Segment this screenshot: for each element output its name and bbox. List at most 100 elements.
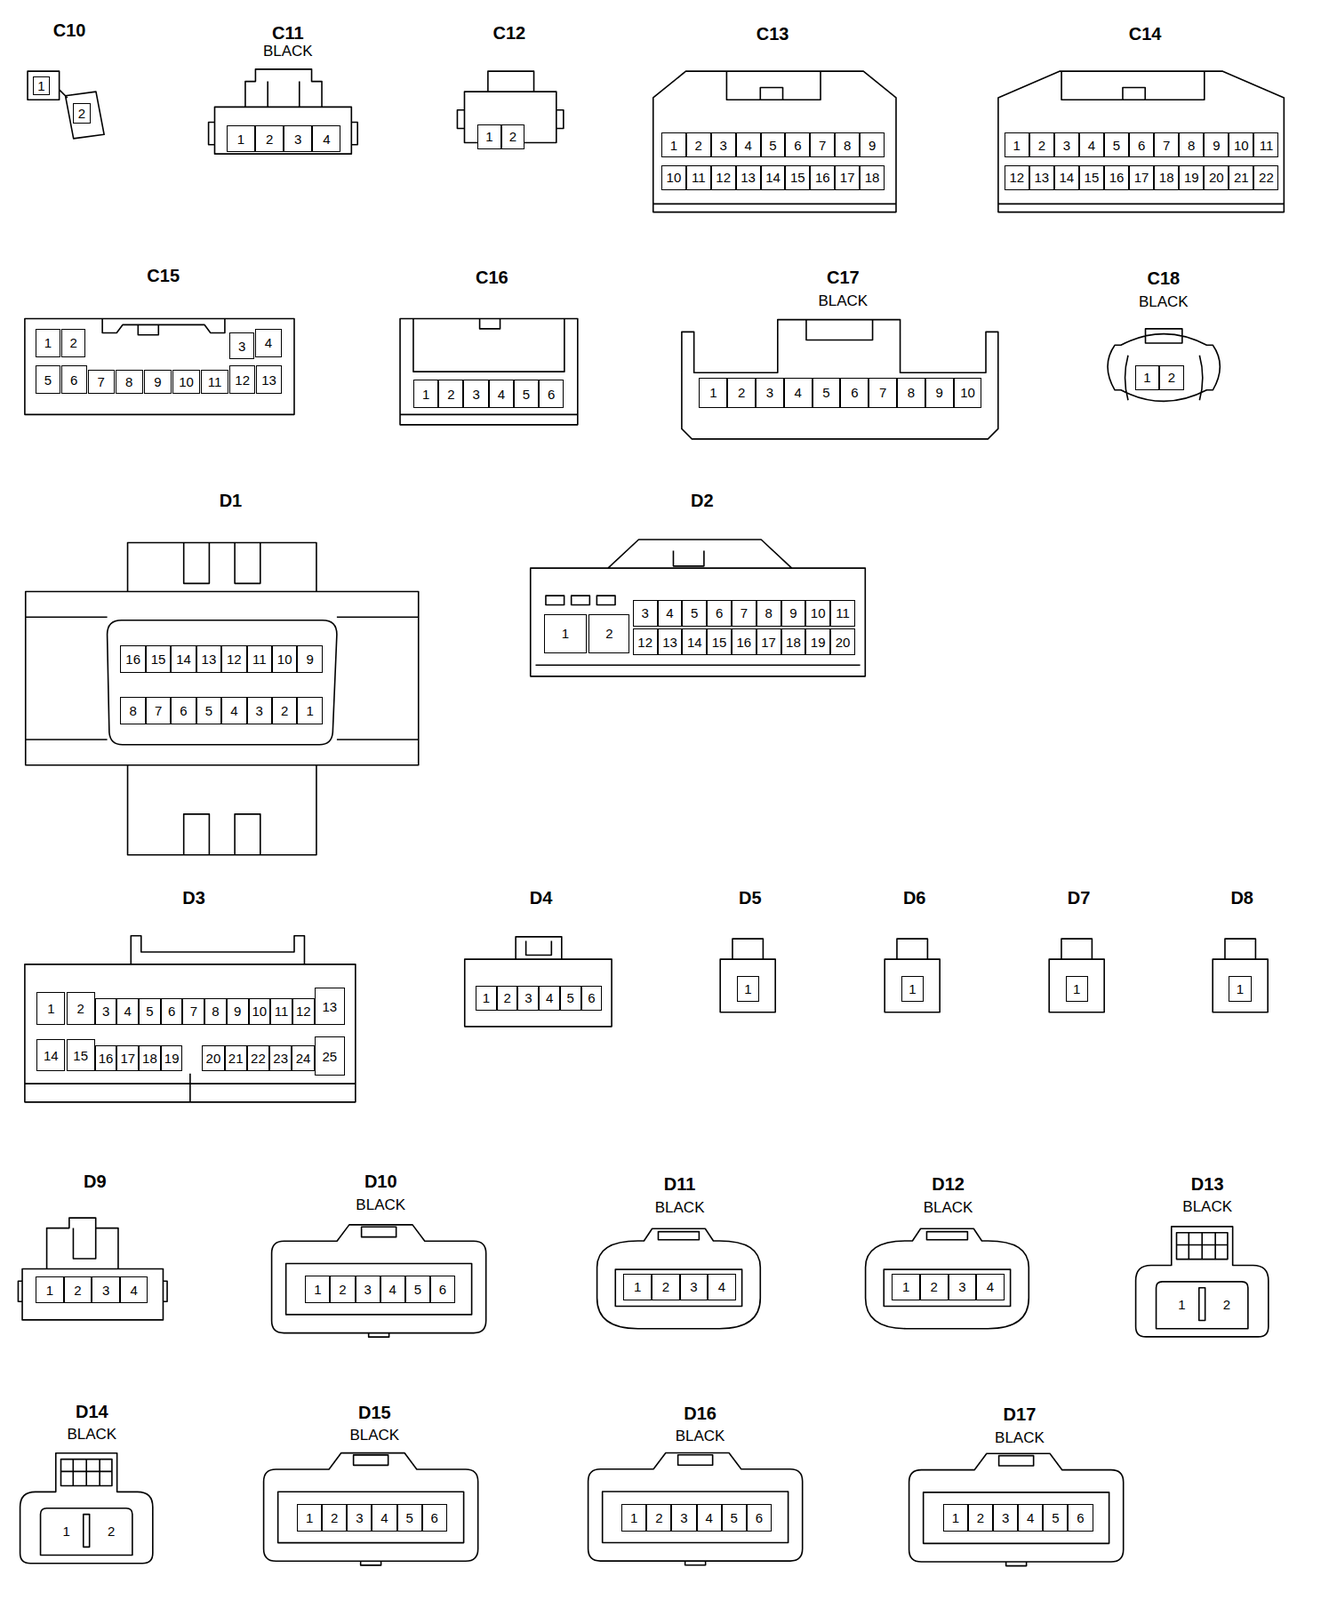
connector-code: C13 bbox=[756, 24, 790, 43]
pin-cell: 8 bbox=[834, 132, 860, 158]
pin-number: 4 bbox=[986, 1280, 994, 1294]
pin-number: 10 bbox=[810, 606, 826, 620]
pin-number: 1 bbox=[47, 1001, 55, 1016]
connector-code: C15 bbox=[146, 266, 180, 285]
pin-number: 10 bbox=[178, 375, 194, 389]
pin-number: 1 bbox=[305, 1511, 313, 1525]
pin-cell: 12 bbox=[632, 628, 658, 656]
connector-code: D15 bbox=[358, 1403, 392, 1422]
pin-cell: 2 bbox=[1029, 132, 1055, 158]
pin-number: 4 bbox=[704, 1511, 713, 1525]
pin-number: 13 bbox=[201, 652, 217, 666]
pin-cell: 1 bbox=[475, 985, 497, 1011]
housing-outline bbox=[720, 938, 777, 1013]
pin-number: 3 bbox=[689, 1280, 697, 1294]
pin-number: 12 bbox=[234, 373, 250, 387]
pin-number: 3 bbox=[355, 1511, 363, 1525]
pin-number: 4 bbox=[124, 1004, 132, 1018]
pin-cell: 15 bbox=[706, 628, 732, 656]
connector-code: D9 bbox=[83, 1172, 107, 1191]
pin-cell: 9 bbox=[925, 377, 954, 409]
pin-number: 14 bbox=[765, 170, 781, 185]
pin-cell: 5 bbox=[35, 365, 61, 394]
pin-number: 2 bbox=[509, 129, 517, 144]
connector-code: D4 bbox=[529, 888, 553, 907]
pin-number: 1 bbox=[630, 1511, 638, 1525]
pin-number: 4 bbox=[230, 704, 238, 718]
pin-cell: 7 bbox=[868, 377, 897, 409]
pin-cell: 5 bbox=[138, 998, 161, 1025]
pin-number: 8 bbox=[1187, 138, 1195, 153]
pin-number: 12 bbox=[715, 170, 731, 185]
pin-cell: 7 bbox=[731, 600, 757, 627]
pin-number: 9 bbox=[1212, 138, 1220, 153]
connector-face: D71 bbox=[1040, 882, 1113, 1021]
pin-number: 4 bbox=[1026, 1511, 1034, 1525]
pin-cell: 11 bbox=[200, 369, 229, 395]
pin-number: 1 bbox=[709, 385, 717, 400]
pin-number: 1 bbox=[744, 982, 752, 996]
pin-number: 1 bbox=[46, 1283, 54, 1297]
pin-cell: 8 bbox=[204, 998, 227, 1025]
pin-number: 2 bbox=[330, 1511, 338, 1525]
housing-outline bbox=[1136, 1226, 1269, 1337]
pin-cell: 6 bbox=[746, 1504, 772, 1532]
pin-number: 9 bbox=[789, 606, 797, 620]
pin-cell: 7 bbox=[182, 998, 205, 1025]
pin-number: 21 bbox=[1233, 170, 1249, 185]
housing-outline bbox=[208, 69, 358, 154]
pin-cell: 4 bbox=[120, 1276, 149, 1304]
pin-number: 3 bbox=[102, 1283, 110, 1297]
pin-number: 3 bbox=[766, 385, 774, 400]
pin-number: 16 bbox=[815, 170, 831, 185]
pin-number: 9 bbox=[153, 375, 161, 389]
pin-number: 11 bbox=[208, 375, 223, 389]
pin-cell: 21 bbox=[1228, 165, 1254, 191]
pin-number: 7 bbox=[879, 385, 887, 400]
pin-cell: 3 bbox=[755, 377, 785, 409]
pin-cell: 2 bbox=[651, 1273, 681, 1301]
connector-face: D17BLACK123456 bbox=[904, 1396, 1130, 1570]
pin-cell: 10 bbox=[248, 998, 272, 1025]
pin-cell: 2 bbox=[100, 1516, 123, 1546]
pin-number: 5 bbox=[822, 385, 830, 400]
pin-cell: 7 bbox=[1153, 132, 1179, 158]
connector-code: C11 bbox=[272, 24, 305, 42]
pin-number: 3 bbox=[720, 138, 728, 153]
pin-cell: 11 bbox=[1253, 132, 1279, 158]
pin-number: 2 bbox=[77, 1001, 85, 1016]
connector-code: D7 bbox=[1067, 888, 1091, 907]
housing-outline bbox=[653, 71, 897, 212]
housing-outline bbox=[587, 1453, 802, 1566]
pin-cell: 11 bbox=[247, 645, 273, 673]
pin-cell: 13 bbox=[196, 645, 222, 673]
pin-number: 1 bbox=[422, 387, 430, 401]
pin-cell: 2 bbox=[329, 1275, 355, 1304]
pin-number: 5 bbox=[690, 606, 698, 620]
pin-number: 6 bbox=[1076, 1511, 1084, 1525]
pin-number: 4 bbox=[1088, 138, 1096, 153]
pin-number: 5 bbox=[730, 1511, 738, 1525]
pin-cell: 18 bbox=[138, 1045, 161, 1073]
pin-number: 12 bbox=[226, 652, 242, 666]
pin-number: 13 bbox=[740, 170, 756, 185]
pin-number: 4 bbox=[322, 132, 330, 146]
connector-code: D3 bbox=[182, 888, 206, 907]
pin-number: 14 bbox=[43, 1048, 59, 1063]
pin-number: 6 bbox=[70, 373, 78, 387]
connector-face: D91234 bbox=[15, 1168, 169, 1333]
pin-number: 16 bbox=[98, 1051, 114, 1065]
pin-number: 4 bbox=[545, 991, 553, 1005]
pin-number: 4 bbox=[497, 387, 505, 401]
pin-cell: 2 bbox=[1215, 1289, 1238, 1319]
pin-cell: 24 bbox=[291, 1045, 314, 1073]
pin-cell: 22 bbox=[247, 1045, 270, 1073]
pin-cell: 6 bbox=[538, 379, 564, 409]
pin-cell: 14 bbox=[760, 165, 786, 191]
pin-cell: 1 bbox=[35, 328, 61, 358]
pin-number: 3 bbox=[958, 1280, 966, 1294]
pin-cell: 1 bbox=[35, 1276, 65, 1304]
pin-number: 6 bbox=[587, 991, 595, 1005]
pin-number: 4 bbox=[380, 1511, 388, 1525]
